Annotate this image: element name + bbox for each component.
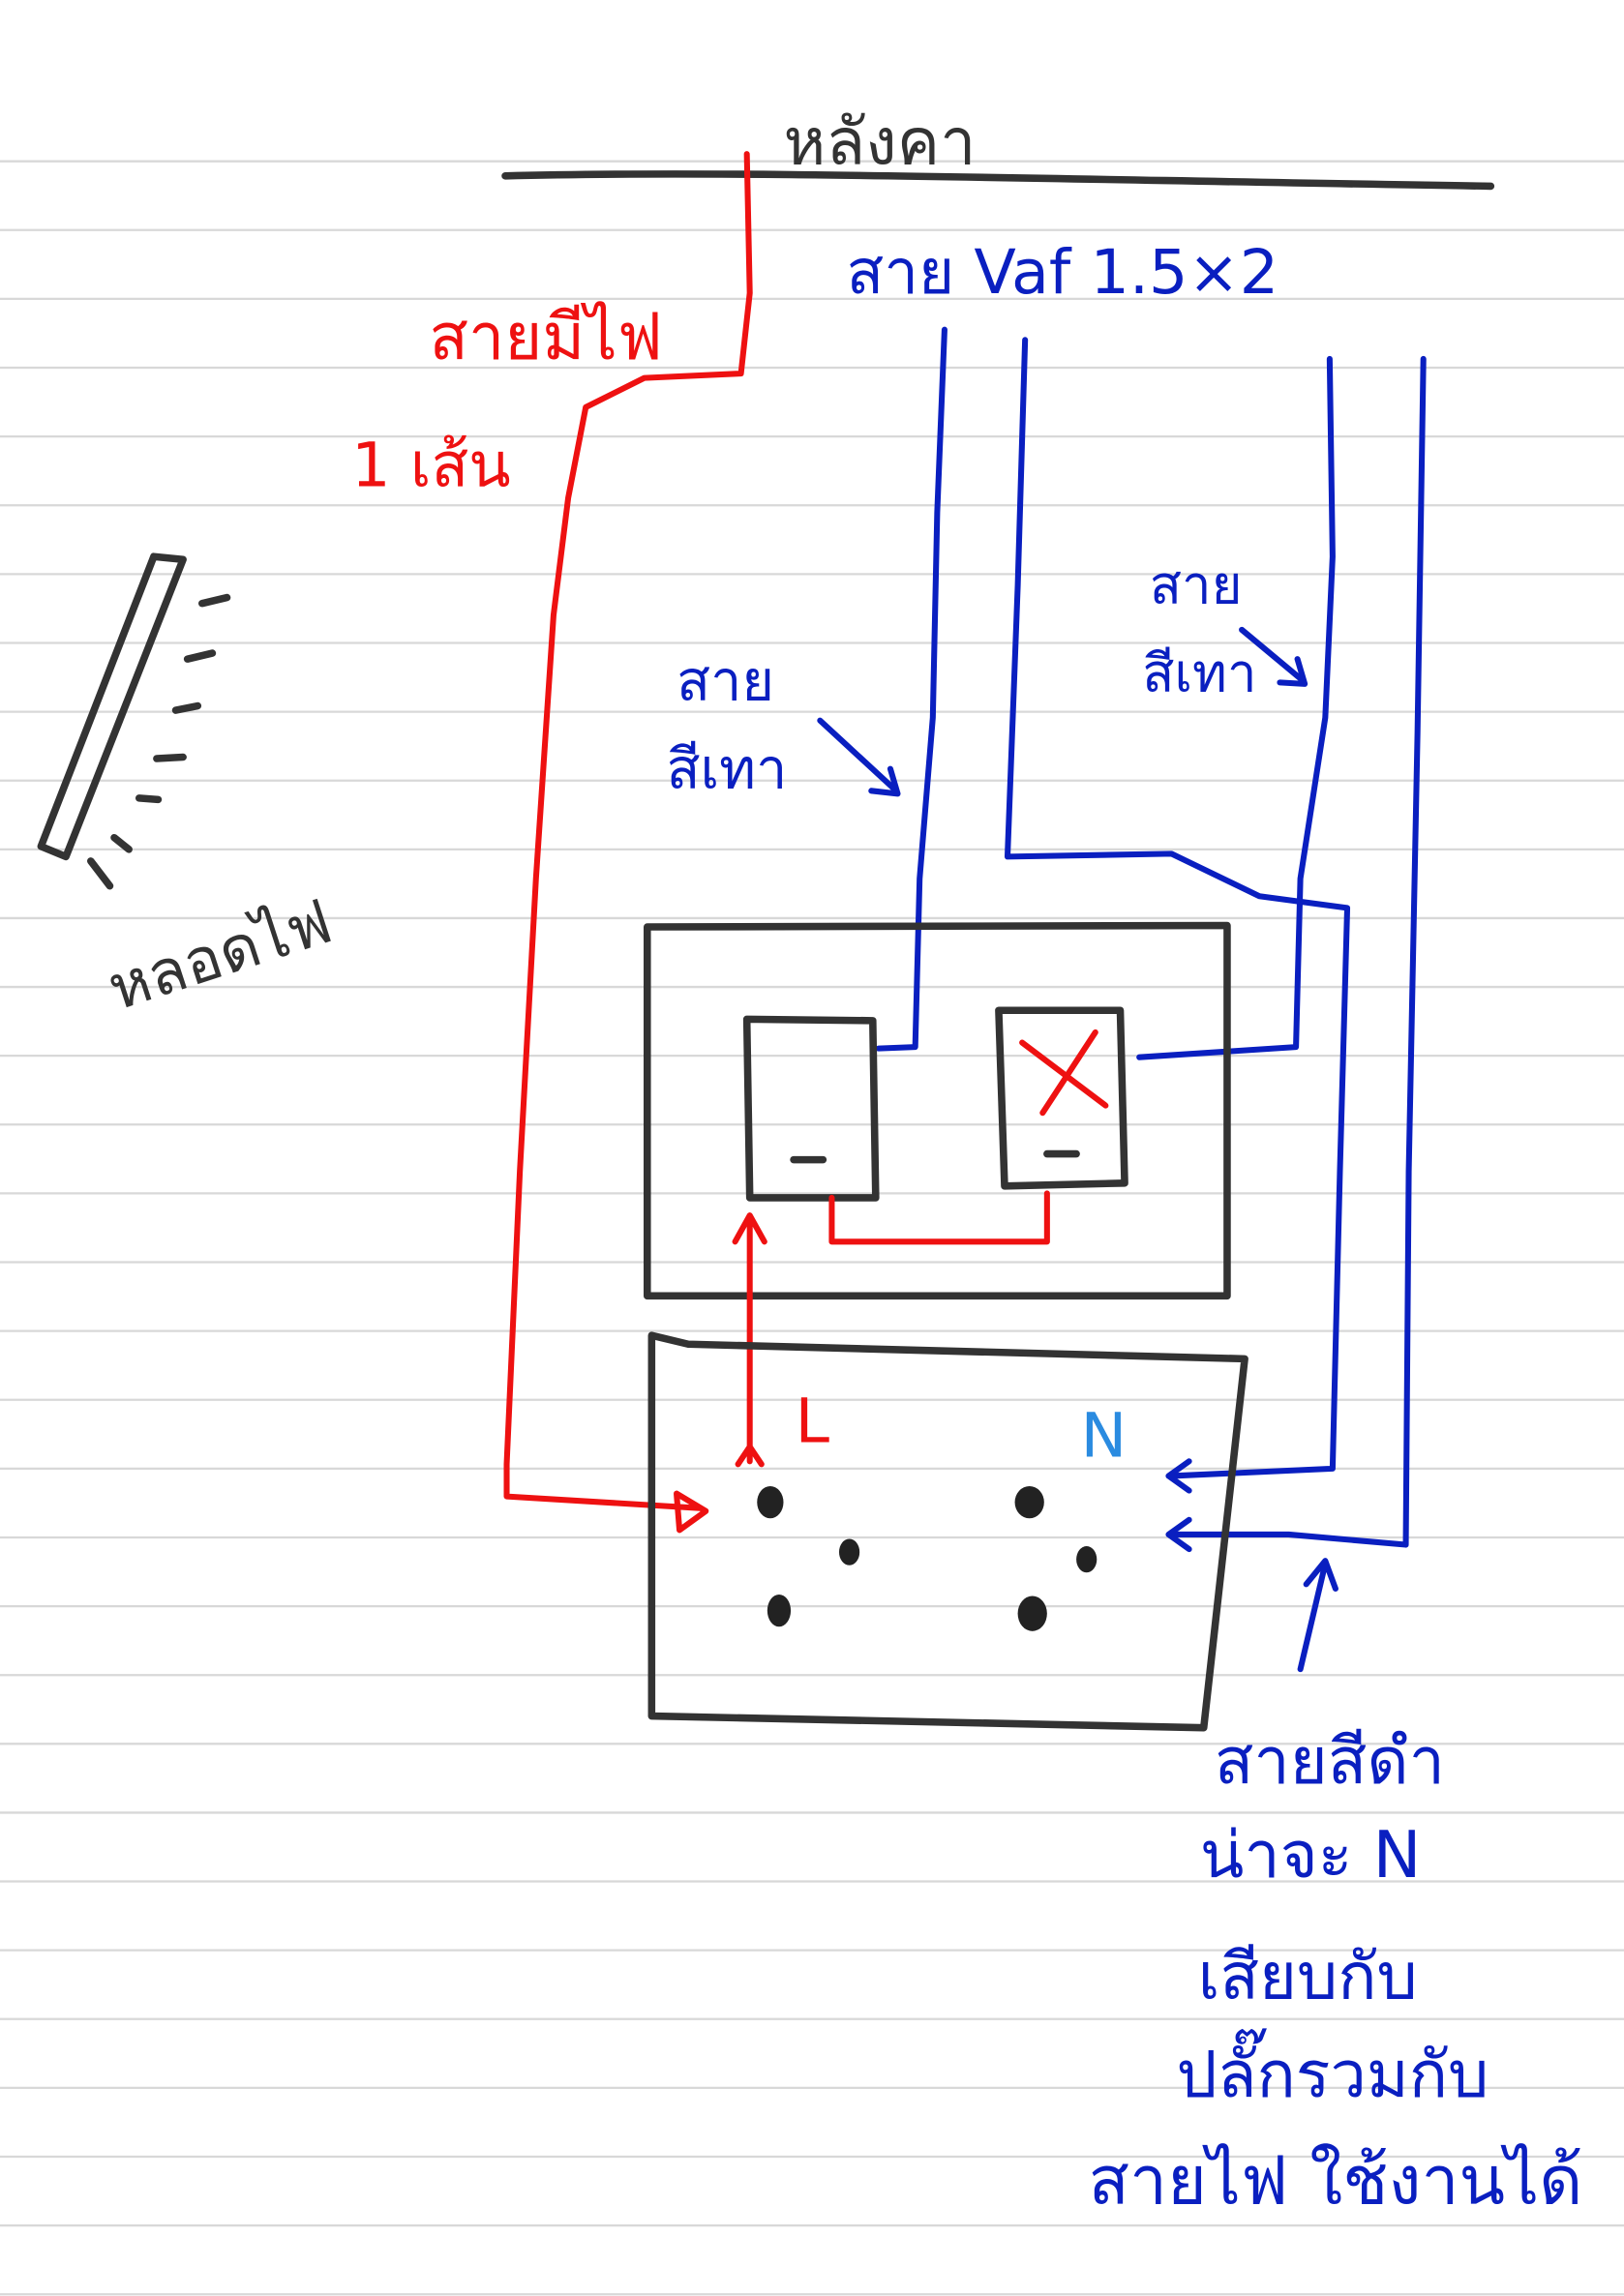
paper-ruled-lines [0,160,1624,2296]
live-wire-label: สายมีไฟ [429,299,662,374]
outlet-hole [1017,1595,1047,1631]
note: สายสีดำ น่าจะ N เสียบกับ ปลั๊กรวมกับ สาย… [1089,1723,1583,2220]
switch-jumper-wire [828,1190,1050,1245]
neutral-wire-a [1004,337,1351,1479]
gray-wire-right-arrow [1239,626,1308,687]
switch-left [742,1015,880,1202]
gray-wire-right-label-2: สีเทา [1142,641,1256,703]
outlet-hole [838,1538,860,1565]
live-wire-arrowhead [674,1490,709,1534]
note-line: เสียบกับ [1198,1939,1418,2014]
switch-right-disabled [995,1006,1128,1190]
switch-box [643,921,1231,1300]
note-line: ปลั๊กรวมกับ [1176,2028,1489,2112]
outlet-hole [767,1594,792,1627]
roof-label: หลังคา [783,104,976,180]
live-to-switch-wire [732,1212,767,1468]
gray-wire-left-label-2: สีเทา [666,736,787,801]
gray-wire-right-label-1: สาย [1150,554,1243,616]
live-terminal-label: L [796,1386,830,1457]
gray-wire-left-arrow [817,717,901,797]
neutral-arrowhead-b [1165,1516,1192,1553]
x-mark-icon [1019,1029,1109,1117]
note-arrow [1297,1558,1338,1673]
outlet-hole [1076,1546,1098,1573]
note-line: สายสีดำ [1215,1723,1445,1799]
note-line: น่าจะ N [1200,1817,1422,1893]
lamp-label: หลอดไฟ [100,885,340,1025]
outlet-box [647,1331,1248,1732]
neutral-wire-b [1168,355,1427,1548]
outlet-hole [1014,1486,1044,1519]
lamp-icon [37,552,231,890]
note-line: สายไฟ ใช้งานได้ [1089,2141,1583,2220]
one-line-label: 1 เส้น [351,430,511,501]
gray-wire-left-label-1: สาย [677,648,774,713]
neutral-arrowhead-a [1165,1458,1192,1494]
cable-type-label: สาย Vaf 1.5×2 [847,236,1279,308]
roof-line [501,170,1495,191]
gray-wire-right [1136,355,1336,1060]
neutral-terminal-label: N [1081,1400,1128,1472]
gray-wire-left [875,326,947,1052]
live-wire [503,151,753,1511]
outlet-hole [757,1486,784,1519]
